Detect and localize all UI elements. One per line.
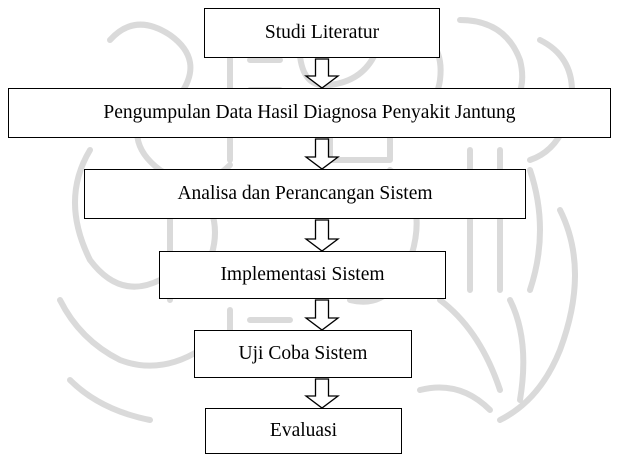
step-label: Evaluasi bbox=[269, 420, 338, 441]
step-label: Analisa dan Perancangan Sistem bbox=[177, 183, 433, 204]
step-label: Studi Literatur bbox=[264, 22, 380, 43]
step-label: Pengumpulan Data Hasil Diagnosa Penyakit… bbox=[103, 102, 516, 123]
step-analisa-perancangan: Analisa dan Perancangan Sistem bbox=[84, 169, 526, 219]
step-implementasi: Implementasi Sistem bbox=[159, 251, 446, 299]
step-label: Uji Coba Sistem bbox=[238, 343, 368, 364]
step-uji-coba: Uji Coba Sistem bbox=[194, 330, 412, 378]
step-studi-literatur: Studi Literatur bbox=[204, 8, 440, 58]
hollow-down-arrow-icon bbox=[304, 138, 340, 170]
step-label: Implementasi Sistem bbox=[220, 264, 385, 285]
hollow-down-arrow-icon bbox=[304, 58, 340, 89]
step-evaluasi: Evaluasi bbox=[205, 408, 402, 454]
step-pengumpulan-data: Pengumpulan Data Hasil Diagnosa Penyakit… bbox=[8, 88, 611, 138]
hollow-down-arrow-icon bbox=[304, 378, 340, 409]
hollow-down-arrow-icon bbox=[304, 299, 340, 331]
hollow-down-arrow-icon bbox=[304, 219, 340, 252]
